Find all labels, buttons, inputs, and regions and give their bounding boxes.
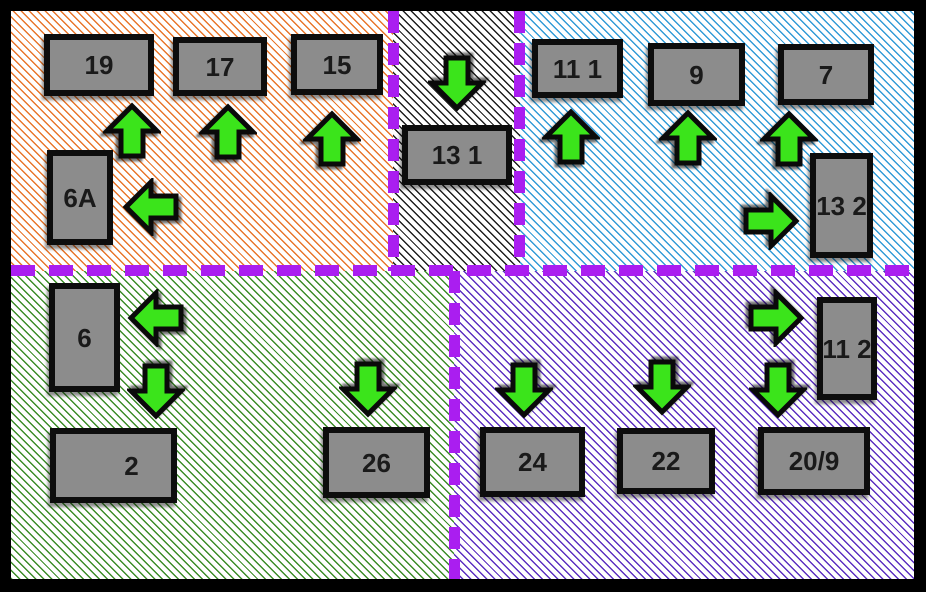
slot-label: 26 — [362, 447, 391, 478]
arrow-down-icon — [428, 55, 486, 112]
arrow-down-icon — [495, 362, 553, 419]
arrow-left-icon — [122, 178, 179, 236]
slot-label: 6 — [77, 322, 92, 353]
slot-box-22: 22 — [617, 428, 715, 494]
slot-label: 11 2 — [822, 333, 872, 364]
slot-box-13-1: 13 1 — [402, 125, 512, 185]
arrow-down-icon — [339, 361, 397, 418]
slot-label: 6A — [63, 182, 97, 213]
slot-label: 7 — [818, 59, 834, 90]
slot-box-19: 19 — [44, 34, 154, 96]
slot-box-26: 26 — [323, 427, 430, 498]
divider-vertical-bottom — [449, 271, 460, 579]
slot-box-13-2: 13 2 — [810, 153, 873, 258]
arrow-down-icon — [633, 359, 691, 416]
slot-box-11-2: 11 2 — [817, 297, 877, 400]
slot-label: 24 — [518, 447, 547, 477]
slot-label: 20/9 — [788, 446, 840, 476]
slot-label: 13 2 — [816, 190, 867, 221]
divider-vertical-left-of-middle-zone — [388, 11, 399, 271]
arrow-up-icon — [303, 110, 361, 167]
arrow-right-icon — [743, 192, 800, 250]
slot-box-9: 9 — [648, 43, 745, 106]
arrow-down-icon — [749, 362, 807, 419]
slot-box-24: 24 — [480, 427, 585, 497]
slot-box-7: 7 — [778, 44, 874, 105]
arrow-up-icon — [659, 109, 717, 166]
slot-box-6: 6 — [49, 283, 120, 392]
slot-label: 2 — [124, 450, 139, 481]
arrow-up-icon — [542, 108, 600, 165]
slot-label: 17 — [205, 51, 235, 82]
arrow-down-icon — [127, 363, 185, 420]
slot-label: 13 1 — [431, 140, 483, 170]
slot-box-2: 2 — [50, 428, 177, 503]
arrow-right-icon — [748, 289, 805, 347]
arrow-up-icon — [760, 110, 818, 167]
divider-horizontal-middle — [11, 265, 914, 276]
slot-label: 15 — [322, 49, 352, 80]
arrow-left-icon — [127, 289, 184, 347]
slot-label: 9 — [689, 59, 704, 90]
slot-label: 11 1 — [552, 53, 603, 84]
arrow-up-icon — [103, 102, 161, 159]
divider-vertical-right-of-middle-zone — [514, 11, 525, 271]
arrow-up-icon — [199, 103, 257, 160]
slot-box-20-9: 20/9 — [758, 427, 870, 495]
slot-label: 19 — [84, 50, 114, 80]
slot-box-15: 15 — [291, 34, 383, 95]
slot-box-17: 17 — [173, 37, 267, 96]
slot-box-6A: 6A — [47, 150, 113, 245]
slot-box-11-1: 11 1 — [532, 39, 623, 98]
slot-label: 22 — [651, 446, 681, 476]
